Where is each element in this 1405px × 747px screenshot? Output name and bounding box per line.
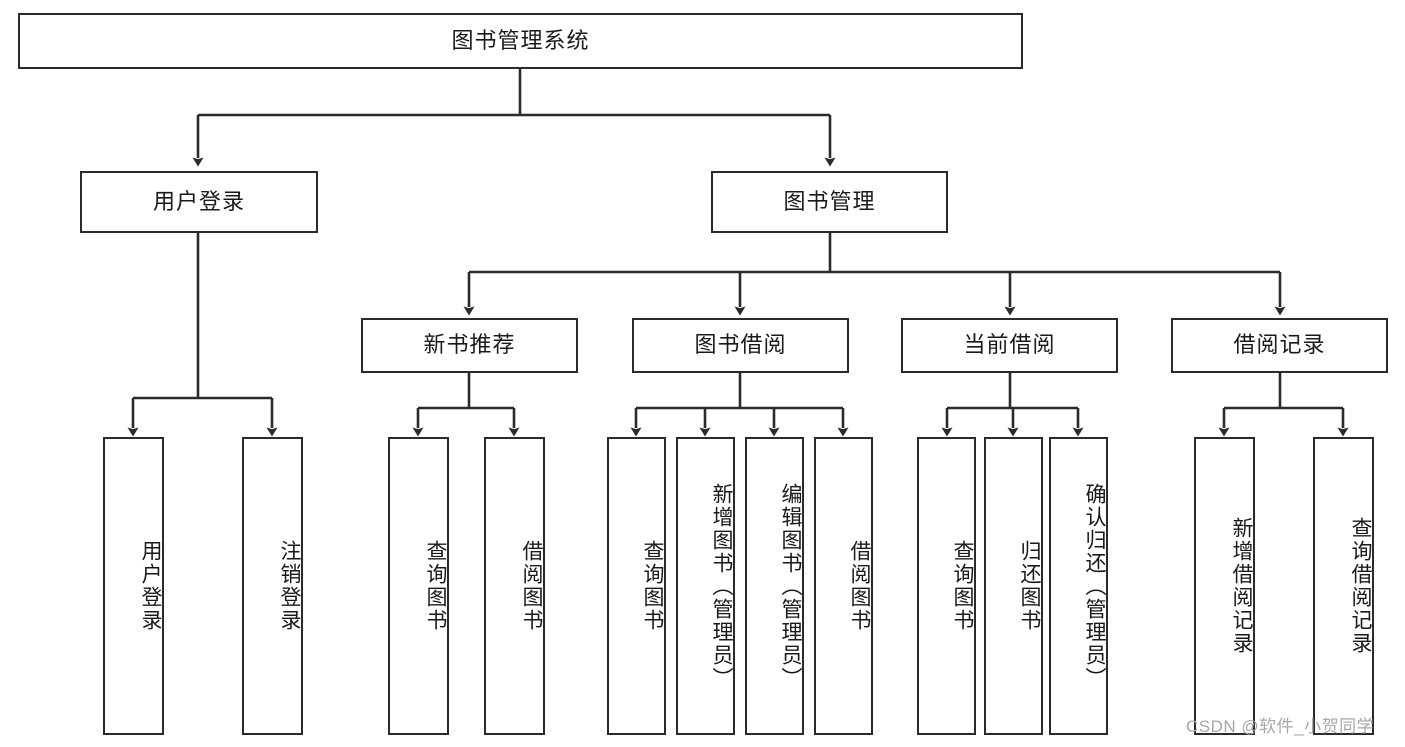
leaf-confirm-return-admin[interactable]: 确认归还（管理员） <box>1049 437 1108 735</box>
leaf-add-borrow-record[interactable]: 新增借阅记录 <box>1194 437 1255 735</box>
leaf-query-borrow-record[interactable]: 查询借阅记录 <box>1313 437 1374 735</box>
node-label: 查询图书 <box>951 540 974 632</box>
node-current-borrow[interactable]: 当前借阅 <box>901 318 1118 373</box>
node-label: 图书管理 <box>783 188 876 214</box>
node-borrow-record[interactable]: 借阅记录 <box>1171 318 1388 373</box>
leaf-user-login[interactable]: 用户登录 <box>103 437 164 735</box>
node-label: 查询借阅记录 <box>1349 517 1372 655</box>
leaf-query-book-current[interactable]: 查询图书 <box>917 437 976 735</box>
node-label: 图书借阅 <box>694 332 787 358</box>
node-new-book-recommend[interactable]: 新书推荐 <box>361 318 578 373</box>
leaf-query-book-recommend[interactable]: 查询图书 <box>388 437 449 735</box>
node-label: 注销登录 <box>278 540 301 632</box>
leaf-query-book-borrow[interactable]: 查询图书 <box>607 437 666 735</box>
csdn-watermark: CSDN @软件_小贺同学 <box>1186 717 1375 736</box>
node-label: 用户登录 <box>139 540 162 632</box>
node-label: 查询图书 <box>424 540 447 632</box>
node-label: 确认归还（管理员） <box>1083 482 1106 690</box>
leaf-borrow-book[interactable]: 借阅图书 <box>814 437 873 735</box>
node-label: 新增借阅记录 <box>1230 517 1253 655</box>
node-label: 新书推荐 <box>423 332 516 358</box>
leaf-add-book-admin[interactable]: 新增图书（管理员） <box>676 437 735 735</box>
node-book-management[interactable]: 图书管理 <box>711 171 948 233</box>
node-label: 图书管理系统 <box>451 27 590 53</box>
node-label: 查询图书 <box>641 540 664 632</box>
node-label: 编辑图书（管理员） <box>779 482 802 690</box>
node-label: 借阅图书 <box>848 540 871 632</box>
leaf-return-book[interactable]: 归还图书 <box>984 437 1043 735</box>
node-label: 借阅记录 <box>1233 332 1326 358</box>
node-label: 借阅图书 <box>520 540 543 632</box>
leaf-edit-book-admin[interactable]: 编辑图书（管理员） <box>745 437 804 735</box>
node-label: 当前借阅 <box>963 332 1056 358</box>
node-user-login[interactable]: 用户登录 <box>80 171 318 233</box>
node-label: 归还图书 <box>1018 540 1041 632</box>
node-label: 新增图书（管理员） <box>710 482 733 690</box>
node-root-library-system[interactable]: 图书管理系统 <box>18 13 1023 69</box>
leaf-borrow-book-recommend[interactable]: 借阅图书 <box>484 437 545 735</box>
node-label: 用户登录 <box>152 188 245 214</box>
leaf-logout-login[interactable]: 注销登录 <box>242 437 303 735</box>
node-book-borrow[interactable]: 图书借阅 <box>632 318 849 373</box>
